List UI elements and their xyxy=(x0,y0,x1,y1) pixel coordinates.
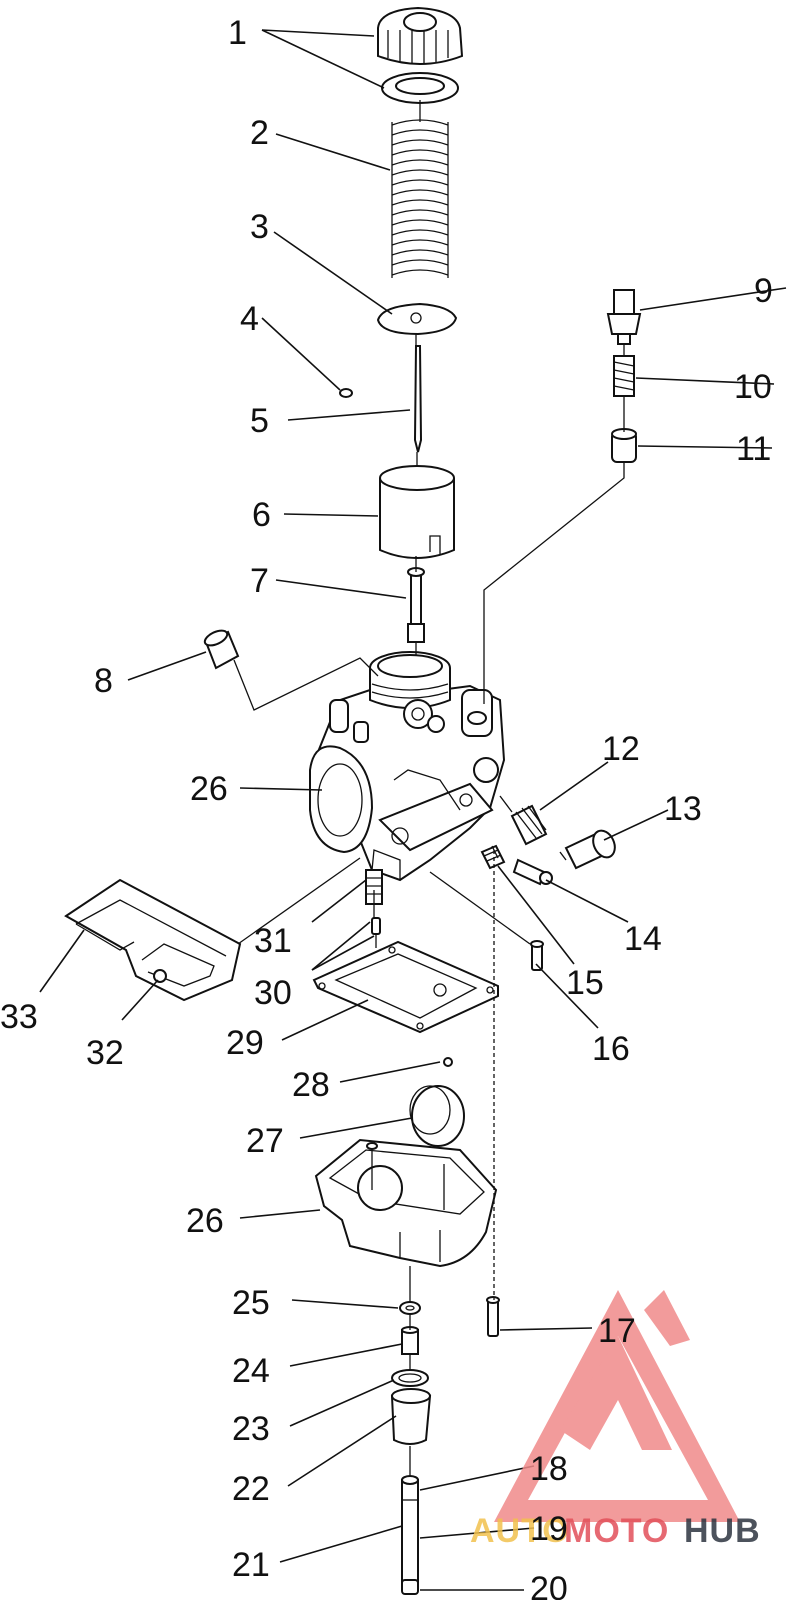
part-21-drain-tube xyxy=(401,1475,419,1585)
part-29-gasket xyxy=(312,940,499,1034)
part-11-cap xyxy=(611,428,637,463)
part-16-screw xyxy=(530,940,544,971)
logo-triangle-mark xyxy=(494,1290,740,1522)
label-25: 25 xyxy=(232,1284,270,1322)
label-28: 28 xyxy=(292,1066,330,1104)
part-17-screw xyxy=(486,1296,500,1337)
part-7-needle-jet xyxy=(407,567,425,643)
label-18: 18 xyxy=(530,1450,568,1488)
part-20-cap xyxy=(401,1579,419,1595)
label-20: 20 xyxy=(530,1570,568,1600)
label-7: 7 xyxy=(250,562,269,600)
assembly-lines xyxy=(233,100,625,1476)
label-3: 3 xyxy=(250,208,269,246)
label-16: 16 xyxy=(592,1030,630,1068)
label-31: 31 xyxy=(254,922,292,960)
label-21: 21 xyxy=(232,1546,270,1584)
part-15-spring xyxy=(480,844,506,870)
part-23-o-ring xyxy=(391,1369,429,1387)
watermark-text-hub: HUB xyxy=(684,1512,761,1550)
label-30: 30 xyxy=(254,974,292,1012)
part-3-retainer-plate xyxy=(376,302,458,336)
label-5: 5 xyxy=(250,402,269,440)
label-33: 33 xyxy=(0,998,38,1036)
label-1: 1 xyxy=(228,14,247,52)
part-32-bolt xyxy=(153,969,167,983)
label-14: 14 xyxy=(624,920,662,958)
label-22: 22 xyxy=(232,1470,270,1508)
label-24: 24 xyxy=(232,1352,270,1390)
part-8-tube-cap xyxy=(203,629,240,670)
label-15: 15 xyxy=(566,964,604,1002)
label-6: 6 xyxy=(252,496,271,534)
label-26-bowl: 26 xyxy=(186,1202,224,1240)
label-32: 32 xyxy=(86,1034,124,1072)
part-33-bracket xyxy=(64,878,242,1002)
watermark-text-moto: MOTO xyxy=(564,1512,669,1550)
label-10: 10 xyxy=(734,368,772,406)
label-2: 2 xyxy=(250,114,269,152)
part-2-spring xyxy=(391,119,449,278)
part-labels: 1 2 3 4 5 6 7 8 9 10 11 12 13 14 15 16 1… xyxy=(0,14,773,1600)
label-23: 23 xyxy=(232,1410,270,1448)
label-8: 8 xyxy=(94,662,113,700)
part-13-screw xyxy=(559,829,616,870)
leader-lines xyxy=(39,29,787,1591)
label-11: 11 xyxy=(736,430,771,468)
part-28-pin xyxy=(443,1057,453,1067)
label-26-body: 26 xyxy=(190,770,228,808)
part-12-spring xyxy=(510,804,548,846)
part-22-plug xyxy=(390,1388,432,1445)
part-24-jet xyxy=(401,1326,419,1355)
label-29: 29 xyxy=(226,1024,264,1062)
part-5-needle xyxy=(413,345,423,453)
part-10-spring xyxy=(613,355,635,397)
part-1-cap xyxy=(377,6,464,104)
label-19: 19 xyxy=(530,1510,568,1548)
automotohub-logo xyxy=(494,1290,740,1522)
label-12: 12 xyxy=(602,730,640,768)
part-6-throttle-valve xyxy=(379,465,455,559)
label-27: 27 xyxy=(246,1122,284,1160)
part-27-float xyxy=(409,1085,465,1147)
part-4-clip xyxy=(339,388,353,398)
part-26-float-bowl xyxy=(314,1138,498,1268)
watermark-text-auto: AUTO xyxy=(470,1512,570,1550)
label-17: 17 xyxy=(598,1312,636,1350)
label-13: 13 xyxy=(664,790,702,828)
label-9: 9 xyxy=(754,272,773,310)
logo-inner-mark xyxy=(560,1336,672,1450)
part-30-jet xyxy=(371,917,381,935)
carburetor-body xyxy=(309,651,506,882)
part-25-washer xyxy=(399,1301,421,1315)
label-4: 4 xyxy=(240,300,259,338)
part-9-screw xyxy=(606,289,642,345)
